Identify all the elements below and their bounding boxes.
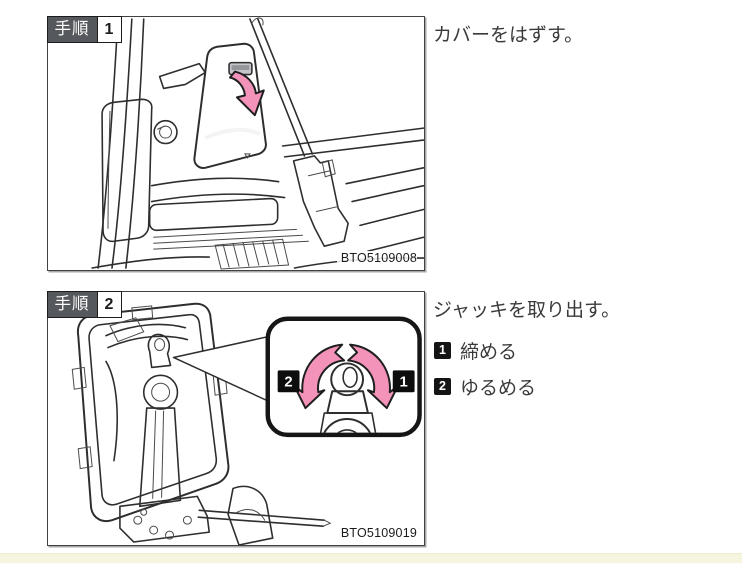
pillar-trim-panel [101, 98, 153, 243]
jack-rod [198, 509, 326, 521]
step2-tag: 手順 2 [46, 290, 122, 318]
jack [119, 333, 332, 543]
step2-number: 2 [96, 291, 121, 317]
step1-label: 手順 [54, 19, 90, 38]
belt-anchor-bracket [292, 155, 349, 247]
step1-caption: カバーをはずす。 [433, 25, 584, 46]
legend-item-tighten: 1 締める [434, 340, 536, 363]
strap [107, 335, 189, 349]
trim-ledge [150, 193, 286, 203]
compartment-contour [105, 360, 119, 462]
callout-badge-left [277, 370, 300, 393]
strap [105, 323, 187, 337]
panel-clip [71, 366, 87, 390]
step2-figure-code: BTO5109019 [336, 526, 417, 540]
pillar-line [97, 18, 119, 269]
step2-caption: ジャッキを取り出す。 [433, 300, 621, 321]
wedge-block [227, 485, 274, 545]
step2-label: 手順 [54, 294, 90, 313]
callout-badge-right-number: 1 [400, 374, 408, 390]
legend-text-loosen: ゆるめる [460, 377, 537, 399]
legend-badge-2: 2 [434, 377, 451, 395]
tighten-rotate-arrow-icon [347, 343, 399, 410]
legend-badge-1: 1 [434, 341, 451, 359]
floor-contour [91, 256, 211, 269]
cover-panel [193, 42, 267, 169]
pillar-line [125, 18, 145, 269]
callout-badge-right [392, 370, 415, 393]
legend-item-loosen: 2 ゆるめる [434, 376, 536, 399]
footer-accent-bar [0, 553, 742, 563]
jack-compartment-illustration: 2 1 [71, 302, 422, 545]
seatbelt [249, 18, 306, 157]
seatbelt [257, 18, 314, 155]
sill-line [283, 139, 424, 158]
loosen-rotate-arrow-icon [293, 343, 346, 410]
speaker-grille [214, 238, 290, 270]
callout-bubble: 2 1 [265, 316, 422, 438]
sill-line [351, 184, 424, 203]
sill-line [345, 167, 424, 185]
step1-figure-code: BTO5109008 [336, 251, 417, 265]
jack-screw-closeup [319, 362, 377, 433]
legend-text-tighten: 締める [460, 341, 518, 363]
sill-line [281, 127, 424, 147]
remove-direction-arrow-icon [229, 70, 265, 117]
recessed-panel [148, 197, 279, 232]
grip-handle [158, 62, 207, 90]
sill-line [359, 208, 424, 227]
step2-figure: 手順 2 [46, 290, 425, 546]
callout-badge-left-number: 2 [284, 374, 292, 390]
step1-figure: 手順 1 [46, 15, 425, 271]
sill-line [367, 236, 424, 252]
callout-leader [172, 334, 274, 404]
pillar-line [111, 18, 133, 269]
compartment-inner-edge [88, 313, 218, 506]
jack-rod [197, 516, 325, 527]
step1-tag: 手順 1 [46, 15, 122, 43]
step2-legend: 1 締める 2 ゆるめる [434, 340, 536, 412]
trim-ledge [150, 177, 280, 187]
cover-removal-illustration [91, 17, 424, 270]
panel-clip [77, 446, 93, 470]
panel-clip [131, 305, 154, 321]
step1-number: 1 [96, 16, 121, 42]
fastener-clip [153, 119, 178, 145]
cover-notch-slot [231, 65, 250, 71]
